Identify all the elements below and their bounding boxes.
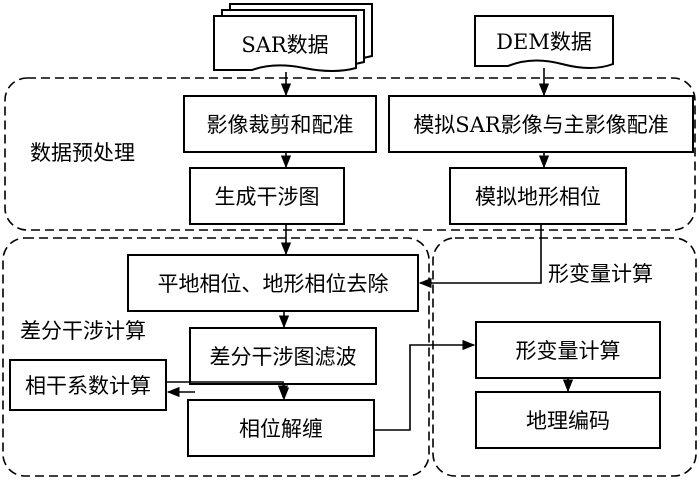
group-label-preprocessing: 数据预处理 — [30, 141, 135, 165]
node-diff-filter-label: 差分干涉图滤波 — [210, 345, 357, 369]
node-unwrap-label: 相位解缠 — [239, 417, 323, 441]
node-geocode-label: 地理编码 — [526, 409, 610, 433]
node-coherence: 相干系数计算 — [9, 359, 167, 411]
node-remove-phase: 平地相位、地形相位去除 — [127, 254, 419, 312]
node-sim-register-label: 模拟SAR影像与主影像配准 — [413, 113, 668, 137]
node-gen-interferogram-label: 生成干涉图 — [215, 185, 320, 209]
node-sim-phase-label: 模拟地形相位 — [475, 185, 601, 209]
node-sim-register: 模拟SAR影像与主影像配准 — [388, 95, 694, 153]
group-preprocessing — [4, 77, 696, 231]
node-crop-register: 影像裁剪和配准 — [183, 95, 377, 153]
edge-coherence-to-unwrap — [166, 381, 289, 399]
node-unwrap: 相位解缠 — [187, 399, 375, 457]
node-sim-phase: 模拟地形相位 — [449, 167, 627, 225]
group-deformation — [432, 237, 697, 477]
node-crop-register-label: 影像裁剪和配准 — [207, 113, 354, 137]
node-deform-calc: 形变量计算 — [475, 321, 661, 379]
sar-data-label: SAR数据 — [241, 33, 328, 57]
dem-data-document: DEM数据 — [474, 15, 614, 69]
group-label-deformation: 形变量计算 — [548, 262, 653, 286]
dem-data-label: DEM数据 — [496, 30, 592, 54]
node-deform-calc-label: 形变量计算 — [516, 339, 621, 363]
node-remove-phase-label: 平地相位、地形相位去除 — [158, 272, 389, 296]
node-coherence-label: 相干系数计算 — [25, 374, 151, 398]
node-geocode: 地理编码 — [475, 391, 661, 449]
group-label-differential: 差分干涉计算 — [20, 319, 146, 343]
edge-sim-phase-to-remove — [418, 224, 542, 289]
group-differential — [2, 237, 430, 477]
node-gen-interferogram: 生成干涉图 — [189, 167, 345, 225]
node-diff-filter: 差分干涉图滤波 — [189, 327, 377, 385]
edge-unwrap-to-deform — [374, 339, 476, 431]
sar-data-document: SAR数据 — [213, 3, 373, 72]
